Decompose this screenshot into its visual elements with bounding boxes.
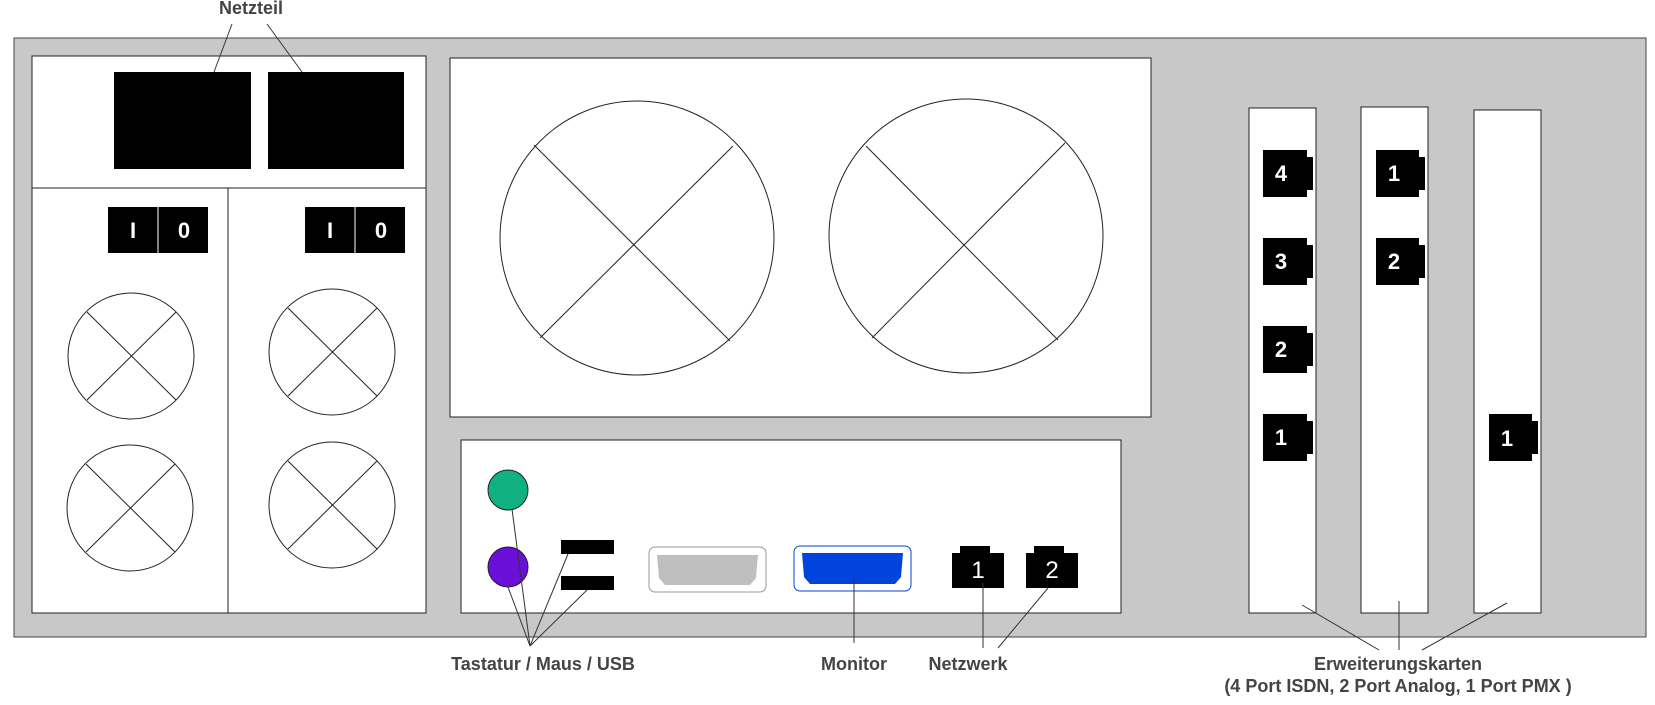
psu-fan-icon [268, 441, 396, 569]
port-number: 4 [1275, 161, 1288, 186]
usb-port-2[interactable] [561, 576, 614, 590]
power-supply-block: I 0 I 0 [31, 55, 427, 614]
power-supply-unit-2 [268, 72, 404, 169]
network-port-1[interactable]: 1 [952, 546, 1004, 588]
network-port-number: 2 [1045, 557, 1058, 584]
isdn-port[interactable]: 3 [1263, 238, 1313, 285]
monitor-label: Monitor [821, 654, 887, 674]
analog-port[interactable]: 2 [1376, 238, 1425, 285]
serial-port[interactable] [648, 546, 767, 593]
network-label: Netzwerk [928, 654, 1008, 674]
pmx-port[interactable]: 1 [1489, 414, 1538, 461]
expansion-card-3: 1 [1473, 109, 1542, 614]
case-fan-icon [828, 98, 1104, 374]
callout-lines [213, 23, 1508, 651]
io-panel: 1 2 [460, 439, 1122, 614]
port-number: 2 [1275, 337, 1287, 362]
port-number: 1 [1501, 426, 1513, 451]
vga-monitor-port[interactable] [793, 545, 912, 592]
psu-fan-icon [268, 288, 396, 416]
psu-fan-icon [66, 444, 194, 572]
expansion-cards-label: Erweiterungskarten [1314, 654, 1482, 674]
isdn-port[interactable]: 2 [1263, 326, 1313, 373]
switch-on-label: I [130, 218, 136, 243]
switch-off-label: 0 [375, 218, 387, 243]
expansion-card-2: 1 2 [1360, 106, 1429, 614]
psu-fan-icon [67, 292, 195, 420]
isdn-port[interactable]: 4 [1263, 150, 1313, 197]
switch-on-label: I [327, 218, 333, 243]
power-supply-label: Netzteil [219, 0, 283, 18]
expansion-card-1: 4 3 2 1 [1248, 107, 1317, 614]
switch-off-label: 0 [178, 218, 190, 243]
isdn-port[interactable]: 1 [1263, 414, 1313, 461]
network-port-2[interactable]: 2 [1026, 546, 1078, 588]
power-switch-2[interactable]: I 0 [305, 207, 405, 253]
case-fan-icon [499, 100, 775, 376]
usb-port-1[interactable] [561, 540, 614, 554]
analog-port[interactable]: 1 [1376, 150, 1425, 197]
power-supply-unit-1 [114, 72, 251, 169]
keyboard-port[interactable] [487, 469, 529, 511]
main-fan-panel [449, 57, 1152, 418]
port-number: 1 [1275, 425, 1287, 450]
mouse-port[interactable] [487, 546, 529, 588]
power-switch-1[interactable]: I 0 [108, 207, 208, 253]
port-number: 1 [1388, 161, 1400, 186]
port-number: 2 [1388, 249, 1400, 274]
port-number: 3 [1275, 249, 1287, 274]
keyboard-mouse-usb-label: Tastatur / Maus / USB [451, 654, 635, 674]
network-port-number: 1 [971, 557, 984, 584]
expansion-cards-detail-label: (4 Port ISDN, 2 Port Analog, 1 Port PMX … [1224, 676, 1571, 696]
